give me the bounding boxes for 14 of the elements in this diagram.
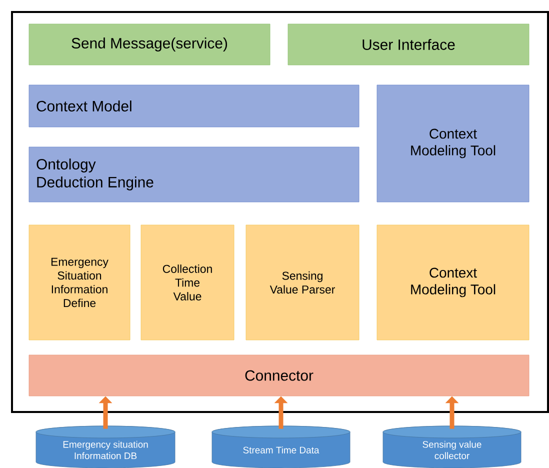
component-box: Emergency Situation Information Define — [28, 224, 130, 340]
component-box: Send Message(service) — [28, 24, 270, 66]
component-box: User Interface — [288, 24, 530, 66]
database-cylinder: Sensing value collector — [382, 426, 522, 468]
component-box: Context Modeling Tool — [376, 224, 530, 340]
component-box: Sensing Value Parser — [246, 224, 360, 340]
database-cylinder: Stream Time Data — [212, 426, 350, 468]
component-box: Context Modeling Tool — [376, 84, 530, 202]
component-box: Collection Time Value — [140, 224, 234, 340]
component-box: Ontology Deduction Engine — [28, 146, 360, 202]
connector-bar: Connector — [28, 354, 530, 396]
component-box: Context Model — [28, 84, 360, 128]
database-cylinder: Emergency situation Information DB — [36, 426, 176, 468]
frame-box — [11, 11, 549, 413]
